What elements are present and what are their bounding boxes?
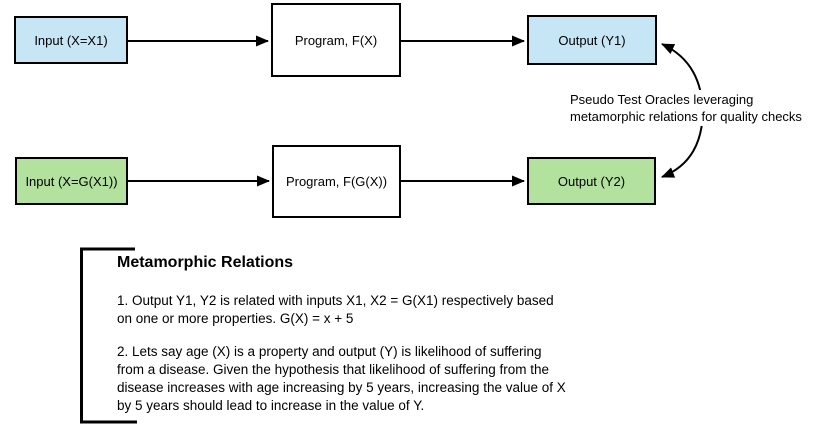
oracle-annotation: Pseudo Test Oracles leveraging metamorph… bbox=[568, 90, 834, 126]
notes-bracket bbox=[80, 247, 137, 424]
notes-title: Metamorphic Relations bbox=[117, 254, 294, 271]
node-output-y1: Output (Y1) bbox=[527, 15, 657, 65]
node-output-y1-label: Output (Y1) bbox=[558, 32, 626, 48]
node-program-fgx-label: Program, F(G(X)) bbox=[285, 174, 388, 189]
node-program-fx-label: Program, F(X) bbox=[294, 32, 378, 48]
node-input-x1-label: Input (X=X1) bbox=[34, 32, 108, 48]
node-input-x1: Input (X=X1) bbox=[14, 16, 128, 64]
notes-item-2: 2. Lets say age (X) is a property and ou… bbox=[117, 344, 566, 413]
node-input-gx1: Input (X=G(X1)) bbox=[15, 157, 128, 205]
node-input-gx1-label: Input (X=G(X1)) bbox=[25, 173, 118, 189]
node-output-y2: Output (Y2) bbox=[527, 157, 656, 205]
node-program-fgx: Program, F(G(X)) bbox=[272, 145, 401, 218]
node-program-fx: Program, F(X) bbox=[271, 3, 401, 77]
notes-item-1: 1. Output Y1, Y2 is related with inputs … bbox=[117, 293, 554, 326]
node-output-y2-label: Output (Y2) bbox=[557, 173, 626, 189]
